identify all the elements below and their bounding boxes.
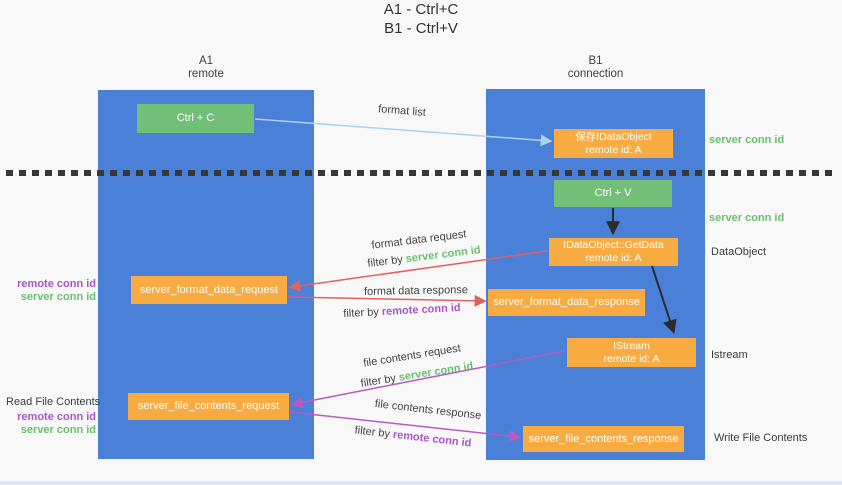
lane-header-a1: A1 remote xyxy=(98,55,314,81)
node-ctrl-v-label: Ctrl + V xyxy=(594,187,632,199)
label-format-data-response-text: format data response xyxy=(363,284,469,298)
node-istream-line1: IStream xyxy=(613,339,650,352)
node-save-idataobject-line2: remote id: A xyxy=(585,143,642,156)
server-conn-id-text: server conn id xyxy=(405,244,482,266)
annotation-istream: Istream xyxy=(711,349,748,362)
bottom-edge-strip xyxy=(0,481,842,485)
filter-by-text: filter by xyxy=(354,424,394,441)
node-save-idataobject: 保存IDataObject remote id: A xyxy=(554,129,673,158)
label-file-contents-response-text: file contents response xyxy=(374,397,482,423)
dataobject-text: DataObject xyxy=(711,246,767,258)
node-ctrl-v: Ctrl + V xyxy=(554,180,672,207)
lane-a1-name: A1 xyxy=(198,55,214,67)
server-conn-id-text: server conn id xyxy=(397,360,475,384)
node-getdata-line2: remote id: A xyxy=(585,252,642,264)
label-file-contents-response: file contents response xyxy=(374,398,482,422)
node-server-file-contents-request: server_file_contents_request xyxy=(128,393,289,420)
istream-text: Istream xyxy=(711,349,748,361)
node-save-idataobject-line1: 保存IDataObject xyxy=(575,130,652,143)
remote-conn-id-text: remote conn id xyxy=(381,301,461,319)
label-filter-remote-conn-2: filter by remote conn id xyxy=(354,424,472,449)
annotation-conn-ids-format: remote conn id server conn id xyxy=(17,278,96,304)
server-conn-id-text: server conn id xyxy=(709,134,785,146)
filter-by-text: filter by xyxy=(343,306,383,321)
remote-conn-id-text: remote conn id xyxy=(392,428,472,450)
label-format-list: format list xyxy=(378,103,426,119)
remote-conn-id-annotation: remote conn id xyxy=(17,278,96,290)
node-server-format-data-response-label: server_format_data_response xyxy=(493,296,640,308)
node-getdata-line1: IDataObject::GetData xyxy=(563,239,664,251)
session-divider-dashed-line xyxy=(6,170,836,176)
filter-by-text: filter by xyxy=(366,253,407,270)
lane-header-b1: B1 connection xyxy=(486,55,705,81)
server-conn-id-annotation: server conn id xyxy=(20,291,96,303)
annotation-write-file-contents: Write File Contents xyxy=(714,432,807,445)
node-server-format-data-request-label: server_format_data_request xyxy=(139,283,279,296)
annotation-conn-ids-file: remote conn id server conn id xyxy=(17,411,96,437)
annotation-server-conn-id-top: server conn id xyxy=(709,134,784,147)
lane-b1-subtitle: connection xyxy=(567,68,624,80)
label-format-list-text: format list xyxy=(377,103,427,119)
read-file-contents-text: Read File Contents xyxy=(6,396,101,408)
node-server-format-data-response: server_format_data_response xyxy=(488,289,645,316)
remote-conn-id-annotation: remote conn id xyxy=(17,411,96,423)
node-ctrl-c: Ctrl + C xyxy=(137,104,254,133)
title-line-2: B1 - Ctrl+V xyxy=(384,20,458,37)
node-server-file-contents-response: server_file_contents_response xyxy=(523,426,684,452)
diagram-title: A1 - Ctrl+C B1 - Ctrl+V xyxy=(0,0,842,38)
node-server-format-data-request: server_format_data_request xyxy=(131,276,287,304)
node-istream: IStream remote id: A xyxy=(567,338,696,367)
server-conn-id-text: server conn id xyxy=(709,212,785,224)
write-file-contents-text: Write File Contents xyxy=(714,432,808,444)
label-filter-remote-conn-1: filter by remote conn id xyxy=(343,302,461,320)
arrow-format-data-response xyxy=(287,294,487,307)
label-format-data-response: format data response xyxy=(364,284,468,298)
annotation-server-conn-id-mid: server conn id xyxy=(709,212,784,225)
node-idataobject-getdata: IDataObject::GetData remote id: A xyxy=(549,238,678,266)
annotation-dataobject: DataObject xyxy=(711,246,766,259)
server-conn-id-annotation: server conn id xyxy=(20,424,96,436)
filter-by-text: filter by xyxy=(359,371,400,390)
lane-b1-name: B1 xyxy=(588,55,603,67)
annotation-read-file-contents: Read File Contents xyxy=(6,396,100,409)
lane-a1-subtitle: remote xyxy=(188,68,224,80)
node-ctrl-c-label: Ctrl + C xyxy=(176,112,215,124)
node-istream-line2: remote id: A xyxy=(603,352,660,365)
title-line-1: A1 - Ctrl+C xyxy=(383,1,459,18)
node-server-file-contents-request-label: server_file_contents_request xyxy=(137,400,280,412)
node-server-file-contents-response-label: server_file_contents_response xyxy=(528,432,679,445)
